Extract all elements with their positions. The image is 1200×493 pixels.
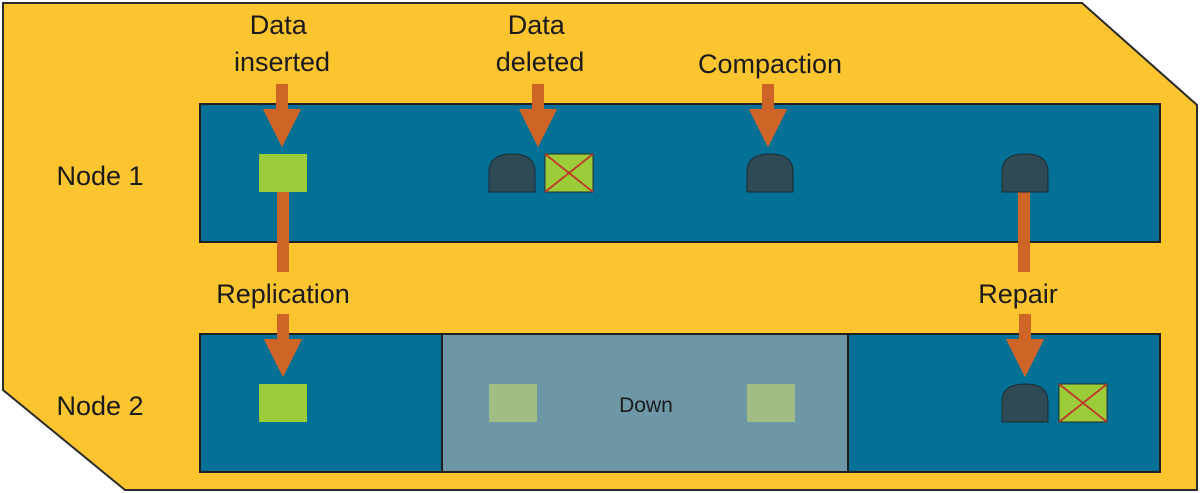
data-inserted-label-line1: Data <box>250 10 308 40</box>
repair-label: Repair <box>978 279 1058 309</box>
data-inserted-label-line2: inserted <box>234 47 330 77</box>
node1-bar <box>199 103 1161 243</box>
data-inserted-label: Data inserted <box>234 10 330 77</box>
node1-tombstone-deleted <box>488 153 536 193</box>
data-deleted-label-line2: deleted <box>496 47 585 77</box>
node2-label: Node 2 <box>56 391 143 421</box>
replication-label: Replication <box>216 279 350 309</box>
data-deleted-label: Data deleted <box>496 10 585 77</box>
down-label: Down <box>619 394 673 417</box>
data-deleted-label-line1: Data <box>508 10 566 40</box>
node2-delete-mark-b <box>1058 383 1108 423</box>
node1-label: Node 1 <box>56 161 143 191</box>
node1-tombstone-compacted <box>746 153 794 193</box>
node2-tombstone-repaired <box>1001 383 1049 423</box>
node2-data-block <box>259 384 307 422</box>
compaction-label: Compaction <box>698 49 842 79</box>
node1-tombstone-repair-source <box>1001 153 1049 193</box>
node1-data-block <box>259 154 307 192</box>
node2-down-data-block-right <box>747 384 795 422</box>
node2-down-data-block-left <box>489 384 537 422</box>
node1-delete-mark-b <box>544 153 594 193</box>
